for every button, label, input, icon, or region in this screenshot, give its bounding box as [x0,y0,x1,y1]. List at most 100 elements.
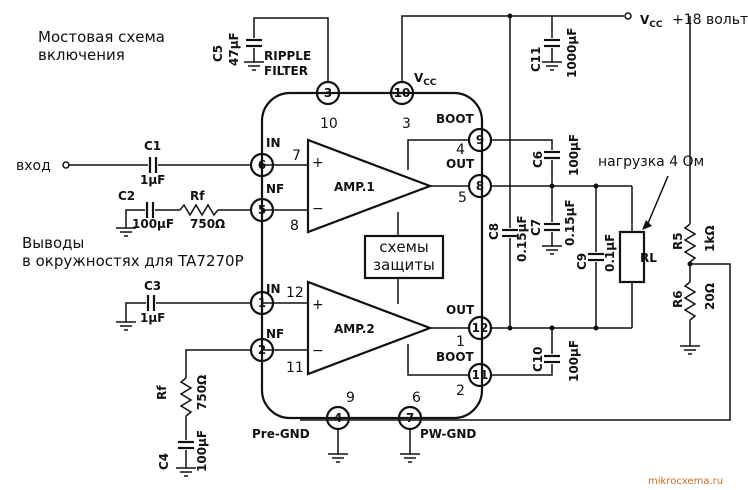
rf-bot-ref: Rf [155,385,169,400]
vcc-top-v: V [414,71,424,85]
amp2-triangle [306,280,434,376]
pin-10-num: 10 [394,86,411,100]
c7-value: 0.15µF [563,199,577,246]
c3-value: 1µF [140,311,165,325]
node-out2-c8 [507,325,513,331]
c4-ref: C4 [157,453,171,470]
r6-ground [680,345,700,355]
pre-gnd-label: Pre-GND [252,427,310,441]
c1-value: 1µF [140,173,165,187]
c7-ref: C7 [529,219,543,236]
pin-9: 9 [467,127,493,153]
wire-boot2 [407,344,470,376]
c9-ref: C9 [575,253,589,270]
alt-pin-11: 11 [286,360,304,376]
wire-pin3-c5 [253,17,329,82]
alt-pin-3: 3 [402,116,411,132]
c1-ref: C1 [144,139,161,153]
pin-3-num: 3 [324,86,332,100]
load-arrow-line [645,175,669,229]
amp1-plus: + [312,155,324,171]
pw-gnd-label: PW-GND [420,427,476,441]
rf-bot-resistor [179,377,193,417]
c3-ground [116,321,136,331]
amp2-minus: − [312,343,324,359]
pin-11: 11 [467,362,493,388]
c8-value: 0.15µF [515,215,529,262]
input-terminal [62,161,70,169]
ripple-line-1: RIPPLE [264,49,311,63]
alt-pin-1: 1 [456,334,465,350]
r6-ref: R6 [671,290,685,308]
vcc-top-sub: CC [423,78,437,88]
rl-ref: RL [640,251,657,265]
amp2-label: AMP.2 [334,322,375,336]
rf-top-resistor [179,203,219,217]
in-top-label: IN [266,136,281,150]
node-vcc-c8 [507,13,513,19]
alt-pin-9: 9 [346,390,355,406]
vcc-voltage: +18 вольт [672,12,748,28]
protection-line-2: защиты [373,256,435,274]
boot-bot-label: BOOT [436,350,475,364]
wire-c3-gnd [125,302,146,322]
c4-value: 100µF [195,430,209,472]
wire-boot1-c6 [491,139,553,150]
vcc-v: V [640,13,650,27]
pre-gnd-symbol [328,453,348,463]
ic-body [260,91,484,420]
wire-pin2-rf [185,349,251,378]
alt-pin-4: 4 [456,142,465,158]
pin-12: 12 [467,315,493,341]
vcc-top-label: VCC [414,71,437,88]
vcc-terminal [624,12,632,20]
out-bot-label: OUT [446,303,475,317]
rf-top-value: 750Ω [190,217,225,231]
alt-pin-12: 12 [286,285,304,301]
alt-pin-8: 8 [290,218,299,234]
r5-value: 1kΩ [703,225,717,252]
c2-ground [116,227,136,237]
alt-pin-5: 5 [458,190,467,206]
c7-ground [542,245,562,255]
pin-10: 10 [389,80,415,106]
r6-value: 20Ω [703,283,717,310]
pins-note-line-1: Выводы [22,234,84,252]
rf-bot-value: 750Ω [195,375,209,410]
ripple-line-2: FILTER [264,64,308,78]
amp1-label: AMP.1 [334,180,375,194]
c10-ref: C10 [531,346,545,372]
nf-top-label: NF [266,182,284,196]
c11-ref: C11 [529,46,543,72]
alt-pin-7: 7 [292,148,301,164]
wire-divider-feedback [300,263,731,421]
pins-note-line-2: в окружностях для TA7270P [22,252,244,270]
c8-ref: C8 [487,223,501,240]
alt-pin-10: 10 [320,116,338,132]
boot-top-label: BOOT [436,112,475,126]
c11-value: 1000µF [565,28,579,78]
c6-ref: C6 [531,151,545,168]
pin-12-num: 12 [472,321,489,335]
alt-pin-6: 6 [412,390,421,406]
pin-11-num: 11 [472,368,489,382]
protection-line-1: схемы [379,238,429,256]
load-note: нагрузка 4 Ом [598,154,704,170]
pin-4-num: 4 [334,411,342,425]
c5-ref: C5 [211,45,225,62]
c5-ground [244,61,264,71]
alt-pin-2: 2 [456,383,465,399]
c9-value: 0.1µF [603,234,617,272]
c6-value: 100µF [567,134,581,176]
r5-ref: R5 [671,232,685,250]
r6-resistor [683,281,697,321]
c3-ref: C3 [144,279,161,293]
pin-1-num: 1 [258,296,266,310]
c5-value: 47µF [227,32,241,66]
wire-c2-gnd [125,209,145,228]
title-line-1: Мостовая схема [38,28,165,46]
pin-8: 8 [467,173,493,199]
amp1-triangle [306,138,434,234]
pw-gnd-symbol [400,453,420,463]
